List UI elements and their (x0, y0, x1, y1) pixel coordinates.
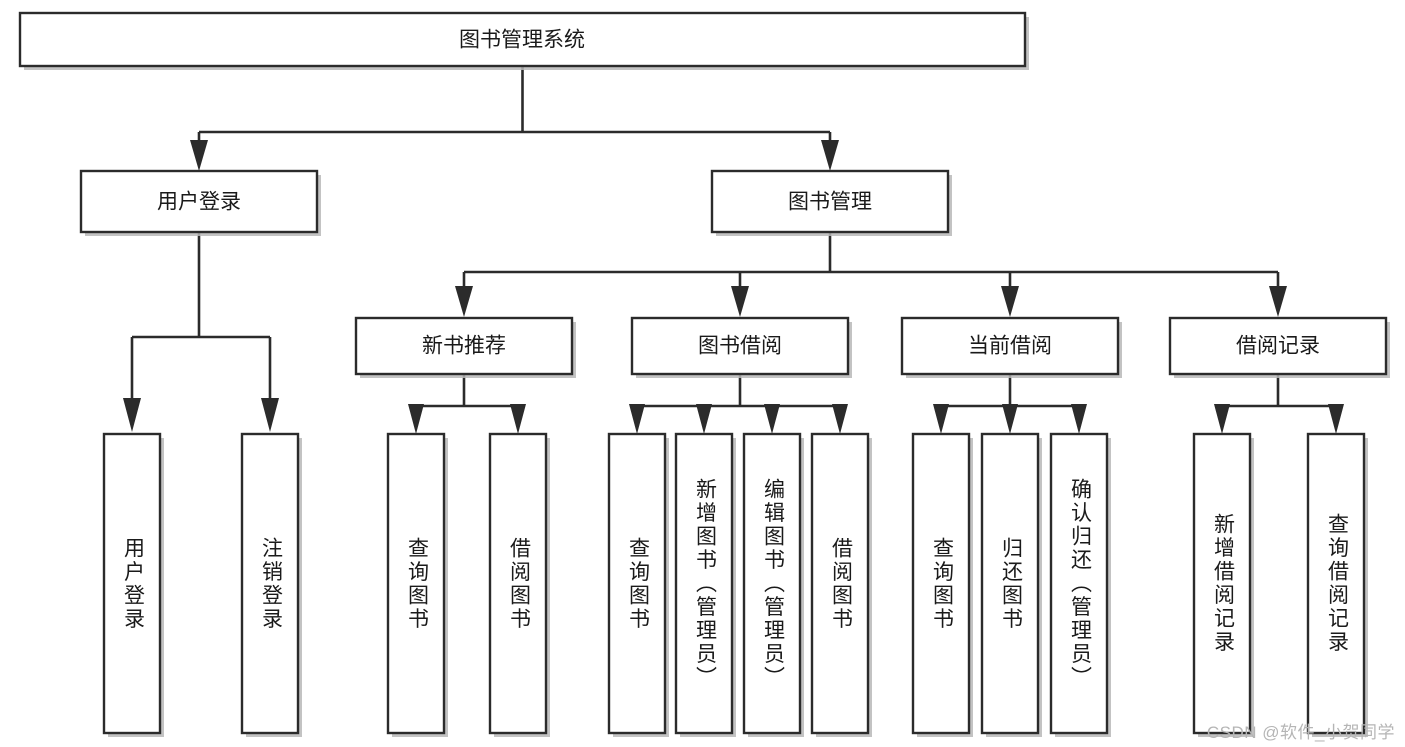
arrow-newbook-to-leaf0 (408, 404, 424, 434)
node-borrow-record[interactable]: 借阅记录 (1168, 316, 1390, 378)
leaf-node-book-borrow-0[interactable] (607, 432, 669, 737)
leaf-node-current-borrow-0[interactable] (911, 432, 973, 737)
arrow-current-to-leaf0 (933, 404, 949, 434)
node-book-borrow-label: 图书借阅 (698, 335, 782, 358)
leaf-node-book-borrow-3[interactable] (810, 432, 872, 737)
node-root-label: 图书管理系统 (459, 29, 585, 52)
arrow-borrow-to-leaf2 (764, 404, 780, 434)
edge-group (123, 66, 1344, 434)
arrow-borrow-to-leaf0 (629, 404, 645, 434)
arrow-book-to-l3-0 (455, 286, 473, 317)
watermark-text: CSDN @软件_小贺同学 (1206, 723, 1395, 742)
leaf-node-borrow-record-1[interactable] (1306, 432, 1368, 737)
arrow-newbook-to-leaf1 (510, 404, 526, 434)
leaf-node-new-book-0[interactable] (386, 432, 448, 737)
node-book-manage-label: 图书管理 (788, 191, 872, 214)
node-borrow-record-label: 借阅记录 (1236, 335, 1320, 358)
arrow-record-to-leaf1 (1328, 404, 1344, 434)
arrow-user-to-leaf1 (261, 398, 279, 432)
arrow-book-to-l3-1 (731, 286, 749, 317)
leaf-node-current-borrow-2[interactable] (1049, 432, 1111, 737)
leaf-node-user-login-1[interactable] (240, 432, 302, 737)
node-book-manage[interactable]: 图书管理 (710, 169, 952, 236)
node-user-login[interactable]: 用户登录 (79, 169, 321, 236)
arrow-current-to-leaf1 (1002, 404, 1018, 434)
leaf-node-new-book-1[interactable] (488, 432, 550, 737)
arrow-current-to-leaf2 (1071, 404, 1087, 434)
node-user-login-label: 用户登录 (157, 191, 241, 214)
arrow-user-to-leaf0 (123, 398, 141, 432)
arrow-borrow-to-leaf3 (832, 404, 848, 434)
arrow-book-to-l3-2 (1001, 286, 1019, 317)
leaf-node-current-borrow-1[interactable] (980, 432, 1042, 737)
arrow-root-to-user (190, 140, 208, 171)
arrow-book-to-l3-3 (1269, 286, 1287, 317)
node-new-book-rec[interactable]: 新书推荐 (354, 316, 576, 378)
node-root[interactable]: 图书管理系统 (18, 11, 1029, 70)
node-new-book-rec-label: 新书推荐 (422, 335, 506, 358)
node-current-borrow[interactable]: 当前借阅 (900, 316, 1122, 378)
node-current-borrow-label: 当前借阅 (968, 335, 1052, 358)
arrow-root-to-book (821, 140, 839, 171)
leaf-node-user-login-0[interactable] (102, 432, 164, 737)
leaf-node-book-borrow-2[interactable] (742, 432, 804, 737)
arrow-record-to-leaf0 (1214, 404, 1230, 434)
node-book-borrow[interactable]: 图书借阅 (630, 316, 852, 378)
leaf-node-book-borrow-1[interactable] (674, 432, 736, 737)
leaf-node-borrow-record-0[interactable] (1192, 432, 1254, 737)
arrow-borrow-to-leaf1 (696, 404, 712, 434)
